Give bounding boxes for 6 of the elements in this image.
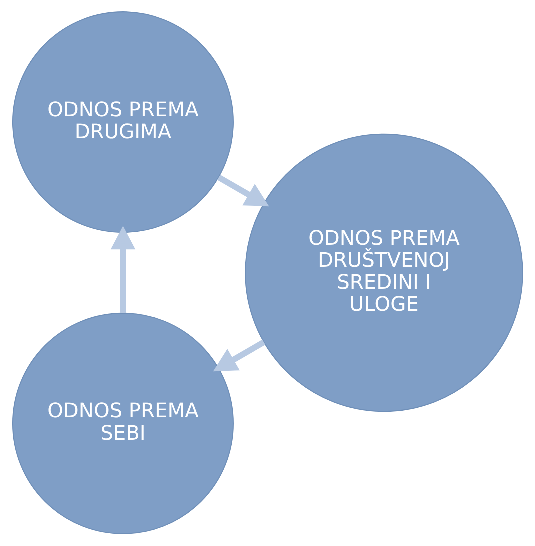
node-circle: ODNOS PREMA DRUGIMA [12,12,234,234]
node-circle: ODNOS PREMA DRUŠTVENOJ SREDINI I ULOGE [244,134,523,412]
node-circle: ODNOS PREMA SEBI [12,312,234,534]
arrow [216,174,269,207]
arrow [110,226,136,314]
arrow [212,340,266,372]
